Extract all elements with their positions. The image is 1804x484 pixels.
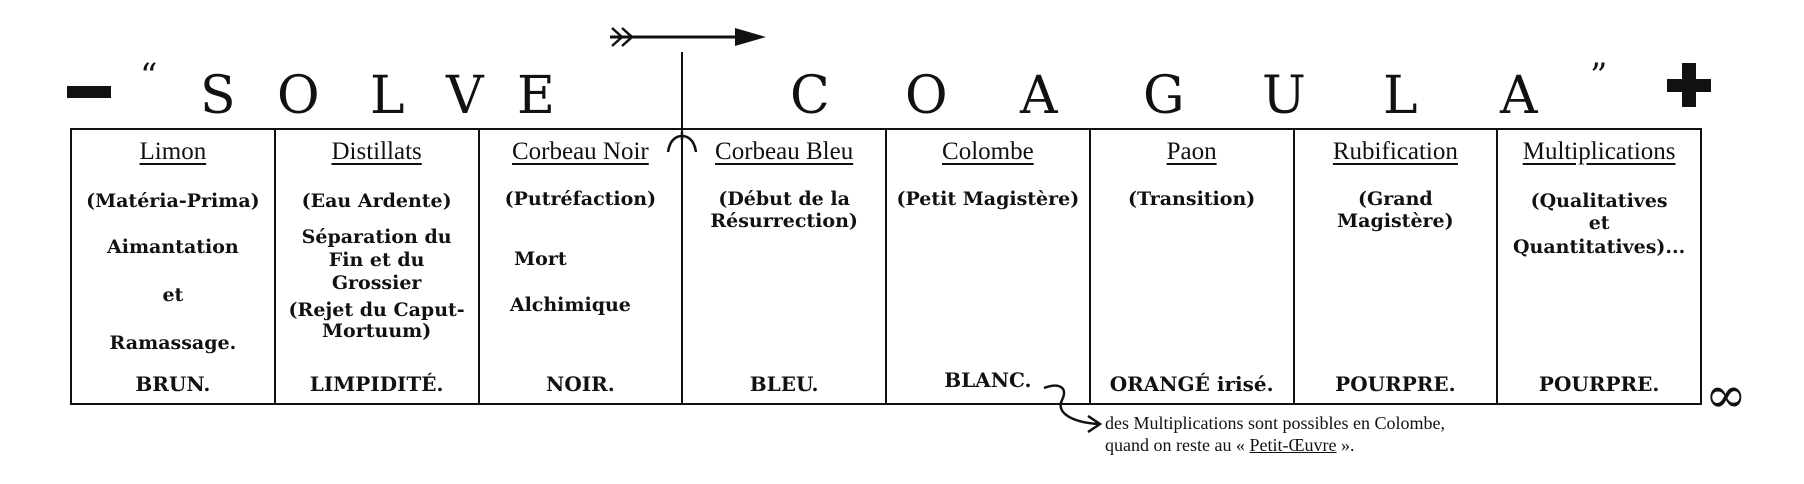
stage-color: BRUN. xyxy=(135,372,211,396)
minus-sign xyxy=(67,86,111,98)
stage-line: Grossier xyxy=(331,272,422,294)
footnote-line-2-suffix: ». xyxy=(1340,435,1355,455)
stage-column-corbeau-noir: Corbeau Noir (Putréfaction) Mort Alchimi… xyxy=(480,130,684,403)
solve-letter-e: E xyxy=(517,66,555,126)
solve-letter-s: S xyxy=(200,66,236,126)
transition-bracket-icon xyxy=(666,132,698,153)
solve-letter-l: L xyxy=(370,66,405,126)
petit-oeuvre-term: Petit-Œuvre xyxy=(1249,435,1337,455)
stage-line: (Début de la xyxy=(718,188,850,210)
footnote-line-1: des Multiplications sont possibles en Co… xyxy=(1105,413,1445,433)
coagula-letter-c: C xyxy=(790,66,830,126)
curved-arrow-icon xyxy=(1043,384,1103,434)
stage-column-multiplications: Multiplications (Qualitatives et Quantit… xyxy=(1498,130,1700,403)
stage-line: (Grand xyxy=(1358,188,1433,210)
stage-line: (Eau Ardente) xyxy=(301,190,452,212)
stage-color: ORANGÉ irisé. xyxy=(1109,372,1274,396)
stage-column-corbeau-bleu: Corbeau Bleu (Début de la Résurrection) … xyxy=(683,130,887,403)
stage-line: (Matéria-Prima) xyxy=(86,190,260,212)
stage-title: Paon xyxy=(1166,138,1217,165)
stage-title: Corbeau Bleu xyxy=(715,138,854,165)
stage-color: NOIR. xyxy=(546,372,615,396)
coagula-letter-o: O xyxy=(905,66,948,126)
footnote-line-2-prefix: quand on reste au « xyxy=(1105,435,1245,455)
stage-title: Colombe xyxy=(942,138,1034,165)
stage-line: Aimantation xyxy=(106,236,239,258)
stage-title: Distillats xyxy=(331,138,422,165)
plus-sign-vertical xyxy=(1682,63,1696,107)
stage-line: et xyxy=(1588,212,1610,234)
open-quote: “ xyxy=(140,56,158,96)
solve-letter-v: V xyxy=(446,66,484,126)
stage-line: et xyxy=(162,284,184,306)
close-quote: ” xyxy=(1590,56,1608,96)
coagula-letter-a: A xyxy=(1020,66,1058,126)
stage-line: (Putréfaction) xyxy=(504,188,657,210)
stage-color: POURPRE. xyxy=(1335,372,1456,396)
stage-line: Alchimique xyxy=(509,294,631,316)
footnote-line-2: quand on reste au « Petit-Œuvre ». xyxy=(1105,434,1445,456)
stage-column-paon: Paon (Transition) ORANGÉ irisé. xyxy=(1091,130,1295,403)
stage-column-limon: Limon (Matéria-Prima) Aimantation et Ram… xyxy=(72,130,276,403)
solve-letter-o: O xyxy=(277,66,320,126)
stage-title: Multiplications xyxy=(1522,138,1676,165)
stage-line: Quantitatives)... xyxy=(1513,236,1686,258)
stage-title: Limon xyxy=(139,138,207,165)
stage-line: (Rejet du Caput- xyxy=(288,299,465,321)
direction-arrow-icon xyxy=(610,27,766,47)
stage-line: Mort xyxy=(514,248,567,270)
infinity-symbol: ∞ xyxy=(1705,366,1747,424)
stage-line: Résurrection) xyxy=(710,210,858,232)
stage-line: Mortuum) xyxy=(322,320,432,342)
footnote: des Multiplications sont possibles en Co… xyxy=(1105,412,1445,456)
coagula-letter-a2: A xyxy=(1500,66,1538,126)
stage-title: Corbeau Noir xyxy=(511,138,649,165)
stage-line: Magistère) xyxy=(1337,210,1454,232)
stages-table: Limon (Matéria-Prima) Aimantation et Ram… xyxy=(70,128,1702,405)
stage-title: Rubification xyxy=(1332,138,1458,165)
stage-line: (Transition) xyxy=(1127,188,1256,210)
solve-coagula-divider xyxy=(681,52,683,130)
stage-color: BLANC. xyxy=(944,368,1032,392)
stage-color: LIMPIDITÉ. xyxy=(309,372,444,396)
stage-column-colombe: Colombe (Petit Magistère) BLANC. xyxy=(887,130,1091,403)
stage-color: POURPRE. xyxy=(1538,372,1660,396)
stage-line: (Qualitatives xyxy=(1530,190,1668,212)
stage-column-rubification: Rubification (Grand Magistère) POURPRE. xyxy=(1295,130,1499,403)
stage-color: BLEU. xyxy=(749,372,819,396)
stage-line: Fin et du xyxy=(328,249,425,271)
coagula-letter-l: L xyxy=(1383,66,1418,126)
stage-line: (Petit Magistère) xyxy=(896,188,1080,210)
stage-line: Ramassage. xyxy=(109,332,237,354)
stage-line: Séparation du xyxy=(301,226,452,248)
coagula-letter-g: G xyxy=(1143,66,1185,126)
stage-column-distillats: Distillats (Eau Ardente) Séparation du F… xyxy=(276,130,480,403)
coagula-letter-u: U xyxy=(1262,66,1306,126)
